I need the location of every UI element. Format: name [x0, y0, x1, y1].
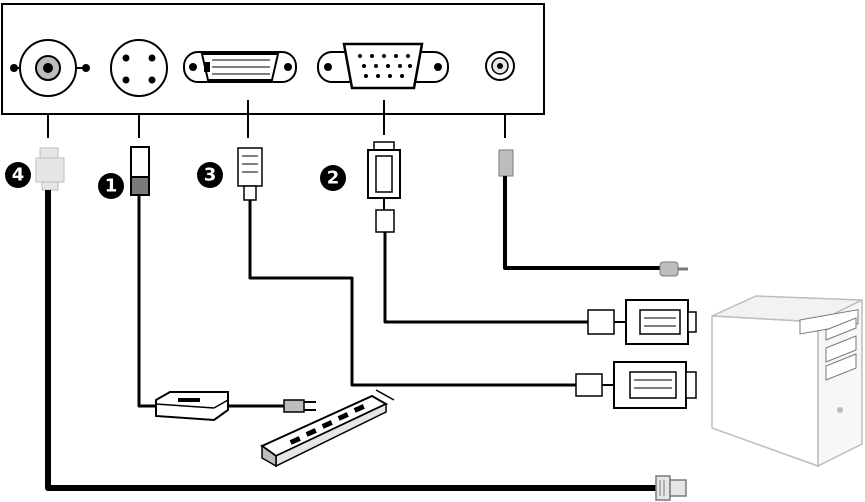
callout-number-2: 2	[327, 168, 340, 189]
pc-audio-plug-icon	[659, 261, 688, 277]
ac-plug-icon	[283, 399, 316, 413]
power-plug-icon	[130, 146, 150, 196]
callout-number-4: 4	[12, 165, 25, 186]
pc-coax-connector-icon	[655, 475, 687, 501]
callout-badge-dvi: 3	[197, 162, 223, 188]
power-strip-icon	[260, 389, 395, 468]
pc-dvi-connector-icon	[575, 361, 697, 409]
vga-port-icon	[317, 42, 449, 90]
power-adapter-icon	[155, 391, 229, 422]
callout-badge-vga: 2	[320, 165, 346, 191]
port-lead-lines	[47, 100, 506, 138]
audio-port-icon	[485, 51, 515, 81]
callout-badge-coax: 4	[5, 162, 31, 188]
callout-number-3: 3	[204, 165, 217, 186]
cables	[45, 176, 660, 491]
coax-port-icon	[10, 39, 90, 97]
coax-plug-icon	[35, 147, 65, 191]
desktop-computer-icon	[711, 295, 863, 468]
audio-plug-icon	[498, 149, 514, 177]
callout-badge-power: 1	[98, 173, 124, 199]
power-port-icon	[110, 39, 168, 97]
dvi-port-icon	[183, 51, 297, 83]
dvi-plug-icon	[237, 147, 263, 201]
pc-vga-connector-icon	[587, 299, 697, 345]
vga-plug-icon	[367, 141, 401, 233]
callout-number-1: 1	[105, 176, 118, 197]
